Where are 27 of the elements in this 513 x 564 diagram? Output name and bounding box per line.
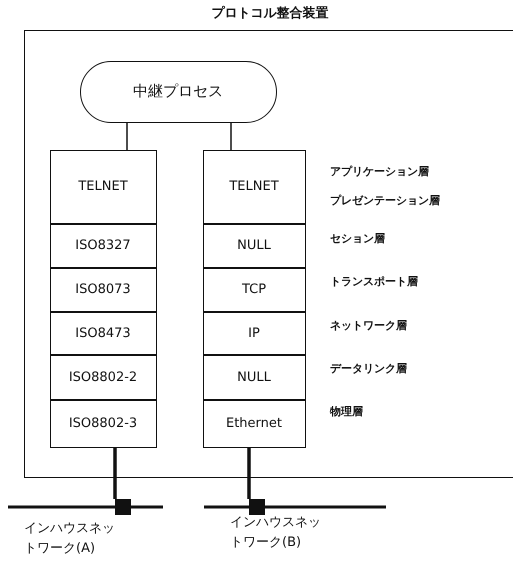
process-box: 中継プロセス [80, 60, 276, 122]
network-label: インハウスネットワーク(A) [24, 520, 116, 558]
title: プロトコル整合装置 [210, 4, 330, 22]
connector-line [247, 448, 251, 499]
protocol-cell: NULL [202, 354, 306, 400]
connector-line [230, 123, 232, 150]
layer-label: ネットワーク層 [330, 318, 407, 333]
protocol-cell: ISO8802-2 [50, 354, 156, 400]
protocol-cell: ISO8473 [50, 312, 156, 354]
protocol-cell: ISO8327 [50, 224, 156, 268]
protocol-cell: TELNET [202, 150, 306, 224]
protocol-cell: NULL [202, 224, 306, 268]
protocol-cell: IP [202, 312, 306, 354]
layer-label: 物理層 [330, 404, 363, 419]
layer-label: セション層 [330, 231, 385, 246]
protocol-cell: ISO8073 [50, 268, 156, 312]
layer-label: プレゼンテーション層 [330, 193, 440, 208]
network-label: インハウスネットワーク(B) [230, 514, 322, 552]
layer-label: トランスポート層 [330, 274, 418, 289]
layer-label: アプリケーション層 [330, 164, 429, 179]
protocol-cell: Ethernet [202, 400, 306, 448]
connector-line [113, 448, 117, 499]
connector-line [126, 123, 128, 150]
protocol-cell: TCP [202, 268, 306, 312]
layer-label: データリンク層 [330, 361, 407, 376]
protocol-cell: TELNET [50, 150, 156, 224]
protocol-cell: ISO8802-3 [50, 400, 156, 448]
